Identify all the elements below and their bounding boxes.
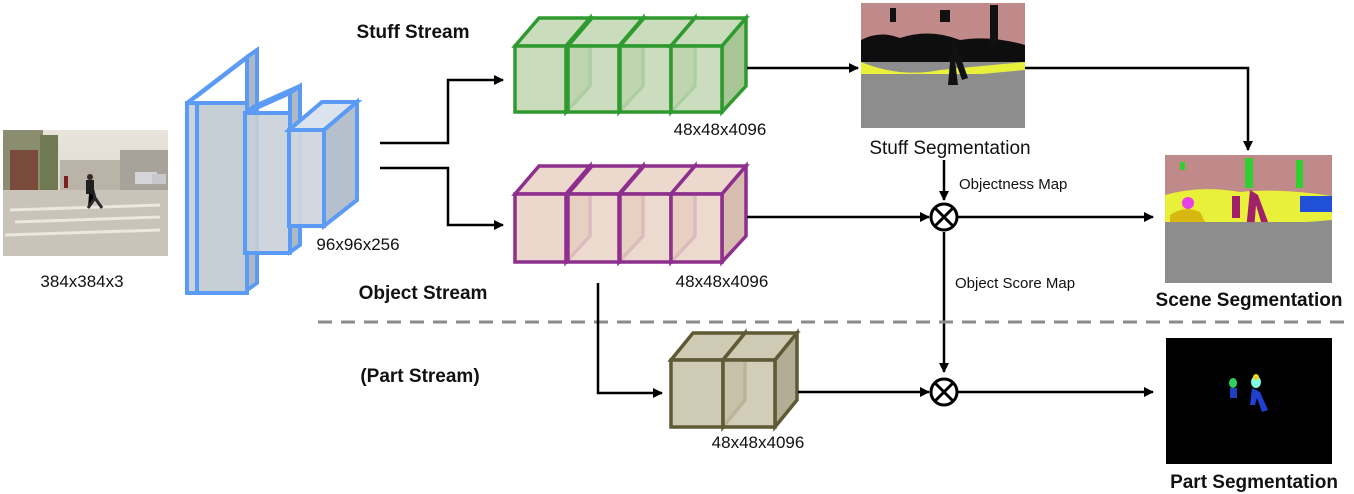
stuff-segmentation-image	[861, 3, 1025, 128]
object-branch-connector	[380, 166, 504, 230]
part-segmentation-image	[1166, 338, 1332, 464]
input-dims-label: 384x384x3	[40, 272, 123, 291]
input-image	[3, 130, 168, 256]
scene-segmentation-image	[1165, 155, 1332, 283]
stuff-seg-to-scene-arrow	[1025, 66, 1253, 151]
object-stream-dims-label: 48x48x4096	[676, 272, 769, 291]
part-stream-blocks	[667, 328, 801, 432]
scene-segmentation-label: Scene Segmentation	[1156, 290, 1343, 311]
objectness-map-label: Objectness Map	[959, 176, 1067, 193]
backbone-dims-label: 96x96x256	[316, 235, 399, 254]
multiply-node-scene	[929, 202, 959, 232]
circled-times-icon	[933, 206, 955, 228]
stuff-stream-title: Stuff Stream	[357, 22, 470, 43]
part-stream-dims-label: 48x48x4096	[712, 433, 805, 452]
object-stream-blocks	[511, 161, 750, 267]
part-stream-title: (Part Stream)	[360, 366, 479, 387]
object-stream-title: Object Stream	[359, 283, 488, 304]
part-segmentation-label: Part Segmentation	[1170, 472, 1338, 493]
circled-times-icon	[933, 381, 955, 403]
stuff-stream-dims-label: 48x48x4096	[674, 120, 767, 139]
object-to-part-connector	[596, 283, 663, 398]
stuff-branch-connector	[380, 75, 504, 145]
stuff-segmentation-label: Stuff Segmentation	[869, 138, 1030, 159]
object-score-map-label: Object Score Map	[955, 275, 1075, 292]
stuff-stream-blocks	[511, 13, 750, 117]
multiply-node-part	[929, 377, 959, 407]
backbone-blocks	[185, 46, 363, 295]
